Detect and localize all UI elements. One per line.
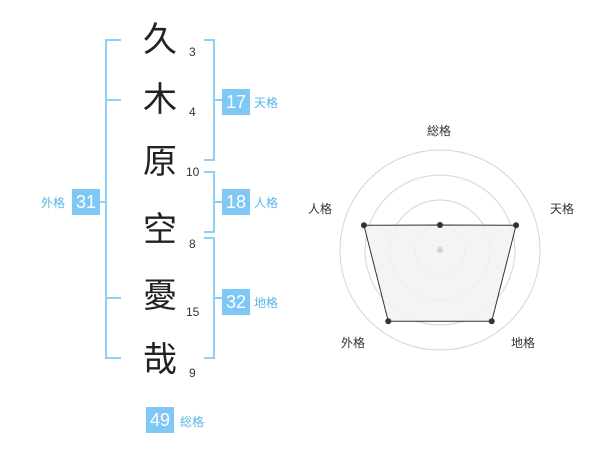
- radar-center-dot: [437, 247, 443, 253]
- stroke-count-4: 8: [189, 237, 196, 251]
- name-char-1: 久: [143, 20, 177, 60]
- stroke-count-2: 4: [189, 105, 196, 119]
- radar-axis-label-soukaku: 総格: [427, 124, 452, 138]
- tenkaku-label: 天格: [254, 96, 279, 110]
- name-char-2: 木: [143, 80, 177, 120]
- tenkaku-value: 17: [222, 89, 250, 115]
- name-char-3: 原: [143, 142, 177, 182]
- radar-point: [437, 222, 443, 228]
- name-char-4: 空: [143, 210, 177, 250]
- chikaku-value: 32: [222, 289, 250, 315]
- soukaku-label: 総格: [180, 415, 205, 429]
- stroke-count-1: 3: [189, 45, 196, 59]
- gaikaku-label: 外格: [41, 196, 66, 210]
- radar-point: [385, 318, 392, 325]
- radar-grid-ring: [339, 149, 541, 351]
- stroke-count-3: 10: [186, 165, 200, 179]
- radar-axis-label-jinkaku: 人格: [308, 202, 333, 216]
- chikaku-label: 地格: [254, 296, 279, 310]
- radar-area: [363, 224, 517, 322]
- gaikaku-value: 31: [72, 189, 100, 215]
- radar-axis-label-chikaku: 地格: [511, 336, 536, 350]
- radar-grid-ring: [364, 174, 516, 326]
- gaikaku-bracket: [105, 39, 121, 359]
- name-char-5: 憂: [143, 276, 177, 316]
- radar-point: [488, 318, 495, 325]
- soukaku-value: 49: [146, 407, 174, 433]
- radar-point: [513, 222, 520, 229]
- stroke-count-5: 15: [186, 305, 200, 319]
- radar-axis-label-gaikaku: 外格: [341, 336, 366, 350]
- jinkaku-label: 人格: [254, 196, 279, 210]
- name-char-6: 哉: [143, 340, 177, 380]
- jinkaku-value: 18: [222, 189, 250, 215]
- radar-axis-label-tenkaku: 天格: [550, 202, 575, 216]
- stroke-count-6: 9: [189, 366, 196, 380]
- radar-point: [360, 222, 367, 229]
